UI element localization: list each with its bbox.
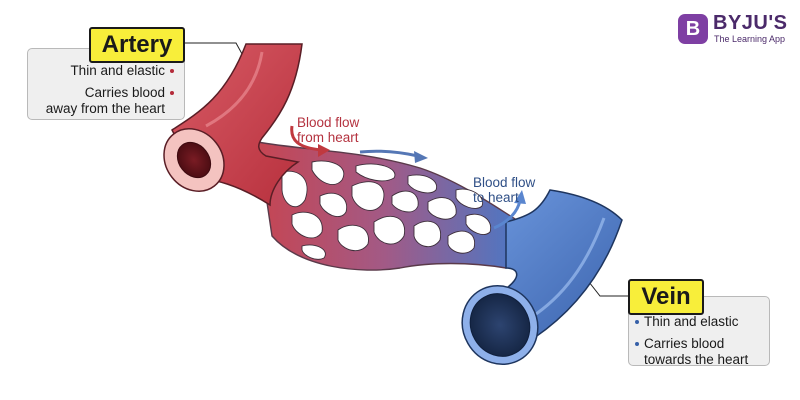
capillary-openings <box>281 160 492 260</box>
vein-info-line: Thin and elastic <box>635 314 769 330</box>
artery-highlight <box>205 51 264 128</box>
vein-info-line: towards the heart <box>644 352 749 367</box>
logo-name: BYJU'S <box>713 12 788 34</box>
byjus-logo[interactable]: B BYJU'S The Learning App <box>678 12 788 46</box>
flow-to-heart-label: Blood flow to heart <box>473 175 536 205</box>
bullet-dot <box>170 91 174 96</box>
vein-lumen <box>469 293 531 357</box>
bullet-dot <box>170 69 174 74</box>
vein-title: Vein <box>628 279 704 315</box>
flow-mid-arrowhead <box>414 151 428 163</box>
artery-info-line: Thin and elastic <box>28 63 174 79</box>
vein-info-line: Carries blood <box>635 336 769 352</box>
flow-from-heart-arrow <box>290 125 323 152</box>
artery-info-line: Carries blood <box>28 85 174 101</box>
flow-to-heart-arrowhead <box>514 190 526 204</box>
flow-from-heart-label: Blood flow from heart <box>297 115 360 145</box>
artery-title: Artery <box>89 27 185 63</box>
bullet-dot <box>635 342 639 347</box>
artery-lumen <box>176 141 212 179</box>
bullet-dot <box>635 320 639 325</box>
vein-highlight <box>535 217 606 316</box>
flow-mid-arrow <box>359 149 419 158</box>
artery-info-line: away from the heart <box>45 101 165 116</box>
logo-mark-icon: B <box>678 14 708 44</box>
flow-from-heart-arrowhead <box>318 144 330 157</box>
logo-tagline: The Learning App <box>714 34 786 44</box>
